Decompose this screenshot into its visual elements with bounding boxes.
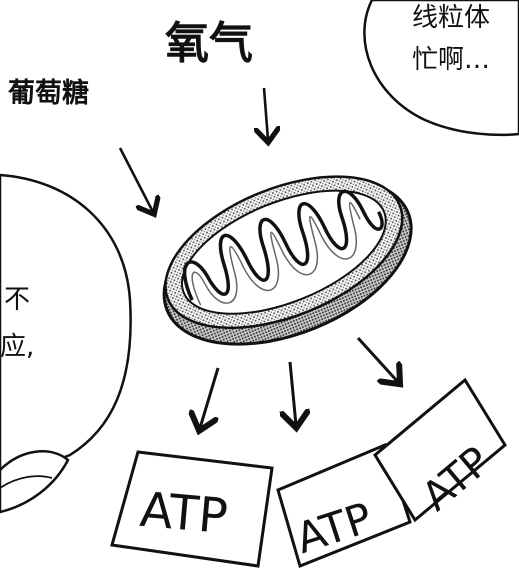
glucose-label: 葡萄糖 <box>8 77 89 109</box>
mitochondrion-cristae <box>182 189 384 301</box>
speech-bubble-left: 不 应, <box>0 173 132 514</box>
atp-card-2: ATP <box>276 442 412 569</box>
bubble-left-line-1: 不 <box>4 285 30 315</box>
oxygen-label: 氧气 <box>165 18 253 69</box>
bubble-top-line-2: 忙啊… <box>412 45 490 75</box>
speech-bubble-top-right: 线粒体 忙啊… <box>363 0 519 137</box>
bubble-top-line-1: 线粒体 <box>412 3 490 33</box>
output-arrow-right <box>356 336 398 382</box>
mitochondrion <box>162 175 413 346</box>
glucose-arrow <box>118 147 153 212</box>
bubble-left-line-2: 应, <box>0 332 34 362</box>
atp-card-3: ATP <box>373 377 507 523</box>
output-arrow-left <box>200 367 220 428</box>
atp-card-1: ATP <box>110 450 274 568</box>
oxygen-arrow <box>264 87 268 140</box>
atp-label-1: ATP <box>138 482 230 545</box>
output-arrow-middle <box>290 361 296 425</box>
